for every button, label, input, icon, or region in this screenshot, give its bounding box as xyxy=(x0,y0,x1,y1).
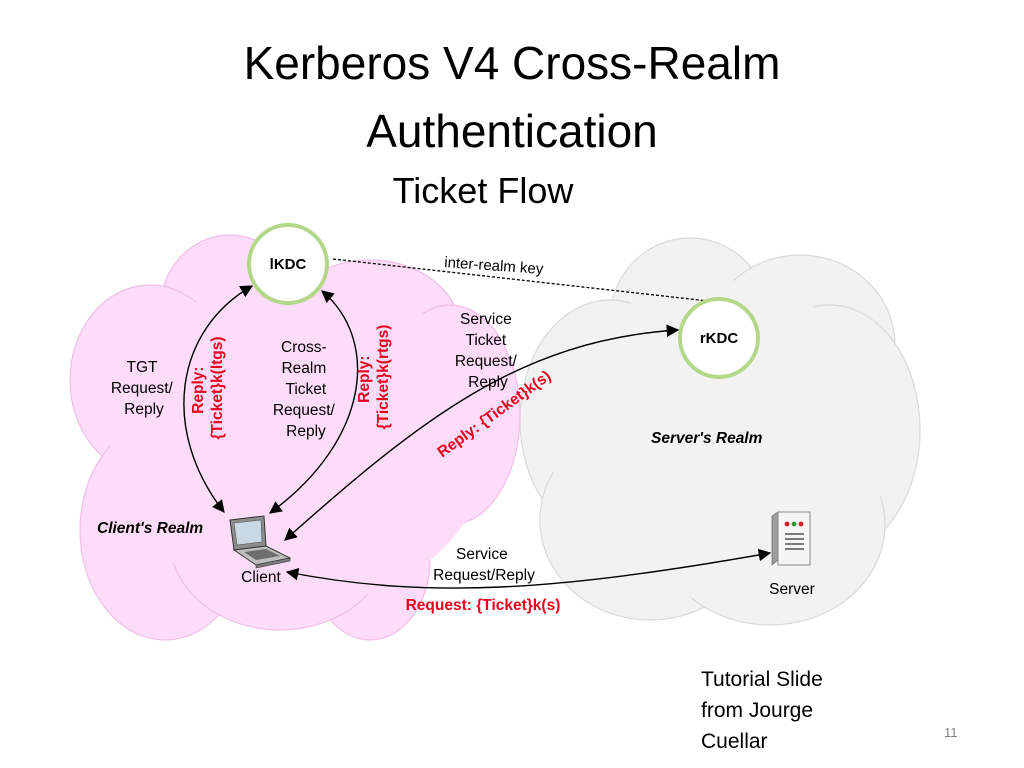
cross-realm-line-2: Realm xyxy=(281,360,326,377)
slide-title-line-1: Kerberos V4 Cross-Realm xyxy=(243,37,781,89)
service-ticket-line-1: Service xyxy=(460,311,512,328)
slide-number: 11 xyxy=(944,725,958,740)
rkdc-node xyxy=(678,297,760,379)
tgt-flow-line-1: TGT xyxy=(126,359,158,376)
tgt-reply-label: Reply: {Ticket}k(ltgs) xyxy=(190,336,226,439)
cross-reply-label: Reply: {Ticket}k(rtgs) xyxy=(356,325,392,430)
tgt-flow-line-2: Request/ xyxy=(111,380,174,397)
credit-text: Tutorial Slide from Jourge Cuellar xyxy=(701,668,823,753)
cross-realm-line-3: Ticket xyxy=(285,381,326,398)
service-ticket-line-2: Ticket xyxy=(465,332,506,349)
slide-title-line-2: Authentication xyxy=(366,105,658,157)
tgt-reply-line-1: Reply: xyxy=(190,366,207,413)
service-request-label: Request: {Ticket}k(s) xyxy=(406,597,561,614)
server-icon xyxy=(771,511,811,566)
slide-subtitle: Ticket Flow xyxy=(392,170,574,211)
cross-reply-line-1: Reply: xyxy=(356,355,373,402)
laptop-icon xyxy=(229,515,292,569)
service-ticket-arrow xyxy=(284,324,680,541)
inter-realm-key-label: inter-realm key xyxy=(444,254,545,278)
server-realm-label: Server's Realm xyxy=(651,430,763,447)
service-flow-line-1: Service xyxy=(456,546,508,563)
service-ticket-line-4: Reply xyxy=(468,374,508,391)
server-label: Server xyxy=(769,581,815,598)
tgt-arrow xyxy=(183,285,254,513)
cross-reply-line-2: {Ticket}k(rtgs) xyxy=(375,325,392,430)
ikdc-label: lKDC xyxy=(270,256,307,273)
cross-realm-line-5: Reply xyxy=(286,423,326,440)
tgt-reply-line-2: {Ticket}k(ltgs) xyxy=(209,336,226,439)
cross-realm-flow-label: Cross- Realm Ticket Request/ Reply xyxy=(273,339,339,440)
service-flow-label: Service Request/Reply xyxy=(433,546,535,584)
service-request-arrow xyxy=(285,548,772,589)
cross-realm-line-1: Cross- xyxy=(281,339,327,356)
tgt-flow-line-3: Reply xyxy=(124,401,164,418)
cross-realm-line-4: Request/ xyxy=(273,402,336,419)
service-ticket-flow-label: Service Ticket Request/ Reply xyxy=(455,311,521,391)
rkdc-label: rKDC xyxy=(700,330,739,347)
tgt-flow-label: TGT Request/ Reply xyxy=(111,359,177,418)
client-label: Client xyxy=(241,569,281,586)
inter-realm-key-line xyxy=(332,258,709,302)
client-realm-label: Client's Realm xyxy=(97,520,203,537)
service-flow-line-2: Request/Reply xyxy=(433,567,535,584)
service-ticket-line-3: Request/ xyxy=(455,353,518,370)
